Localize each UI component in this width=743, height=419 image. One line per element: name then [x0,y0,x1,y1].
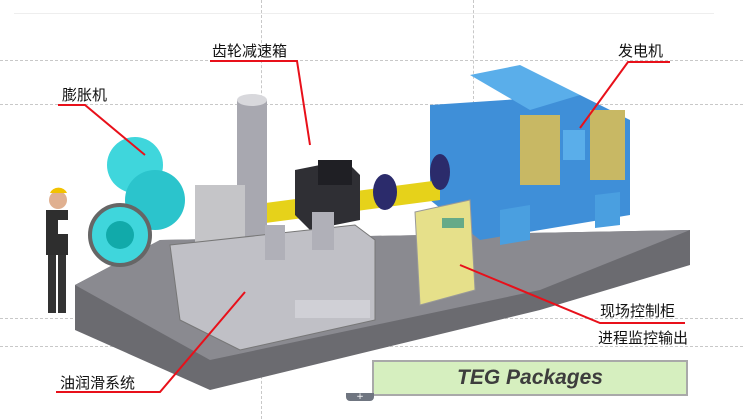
gearbox [295,160,360,230]
lube-leader [56,291,246,393]
cabinet-leader [459,264,685,324]
control-cabinet [414,199,476,306]
lube-system-label: 油润滑系统 [60,374,136,392]
process-monitor-label: 进程监控输出 [598,329,689,347]
add-slide-button[interactable]: + [346,393,374,402]
leader-lines [56,60,685,393]
guide-line [0,60,743,61]
guide-line [473,0,474,104]
control-cabinet-label: 现场控制柜 [600,302,676,320]
teg-packages-title-box[interactable]: TEG Packages [372,360,688,396]
coupling [430,154,450,190]
generator [430,65,630,245]
generator-label: 发电机 [618,42,664,60]
generator-leader [579,61,670,129]
expander [88,137,245,267]
expander-leader [58,104,146,156]
worker-figure [46,187,76,313]
coupling [373,174,397,210]
guide-line [0,104,743,105]
expander-label: 膨胀机 [62,86,108,104]
guide-line [14,13,714,14]
gearbox-label: 齿轮减速箱 [212,42,288,60]
gearbox-leader [210,60,311,146]
